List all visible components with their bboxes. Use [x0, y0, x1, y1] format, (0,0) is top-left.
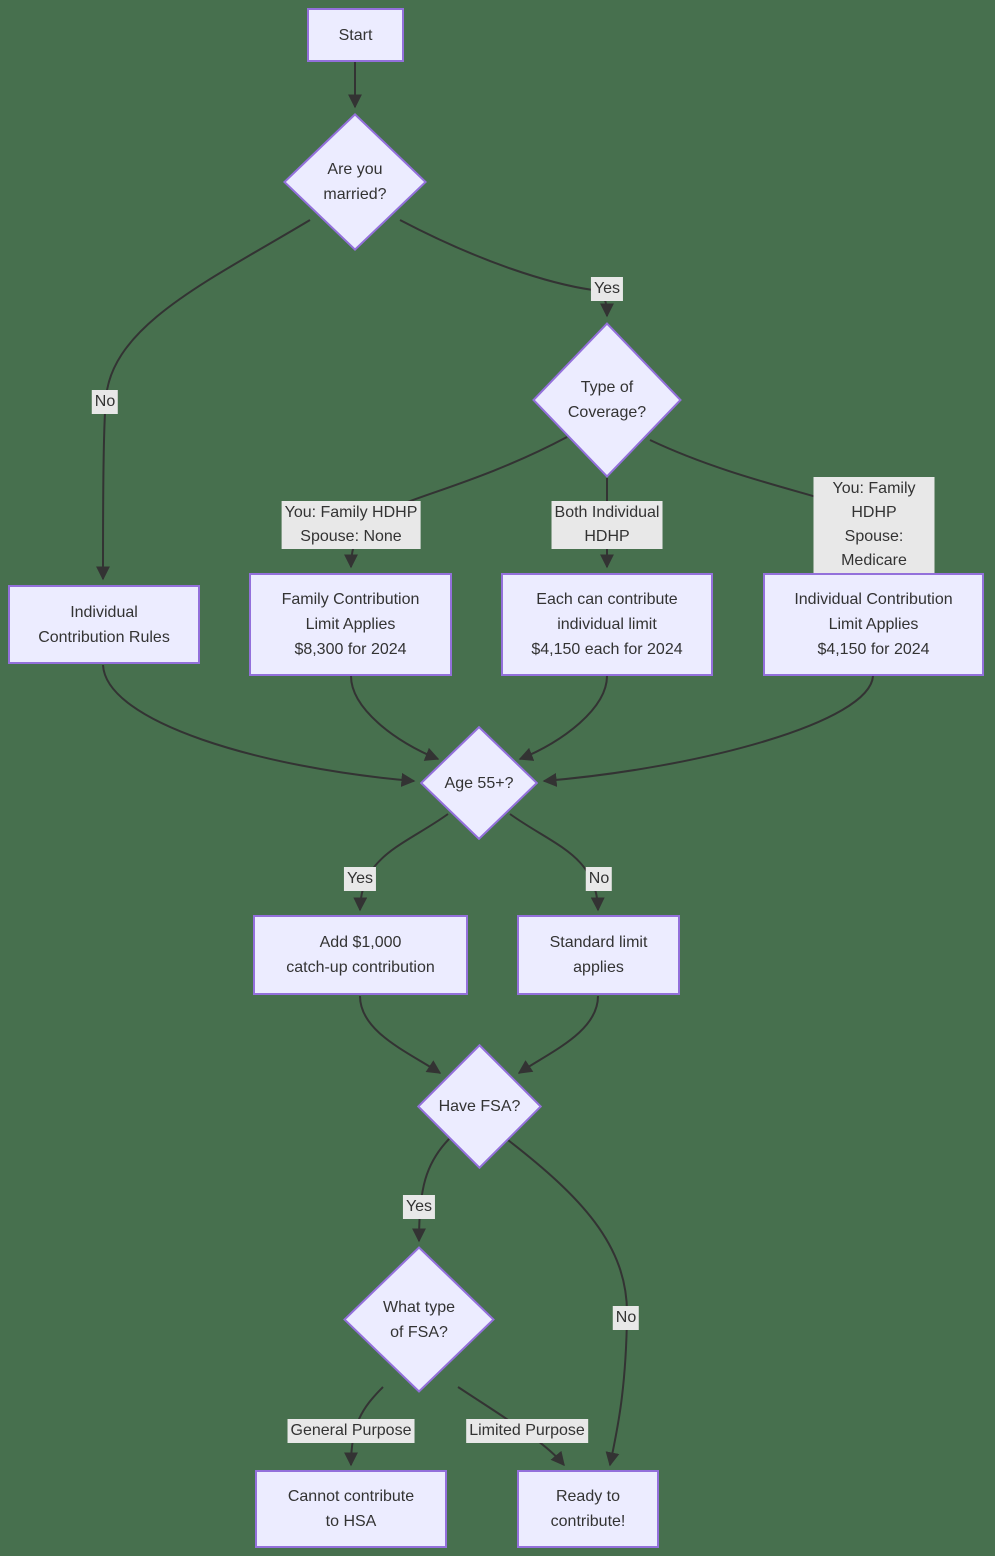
- edge-label-married-no: No: [91, 390, 119, 414]
- edge-label-general-purpose: General Purpose: [287, 1419, 415, 1443]
- edge-standard-to-have-fsa: [517, 995, 599, 1074]
- node-individual-contribution-limit-label: Individual Contribution Limit Applies $4…: [794, 591, 953, 658]
- decision-what-type-of-fsa-label: What type of FSA?: [382, 1298, 456, 1341]
- node-individual-contribution-rules: Individual Contribution Rules: [8, 585, 200, 664]
- edge-label-age55-yes: Yes: [343, 867, 377, 891]
- edge-label-coverage-family-hdhp-spouse-none: You: Family HDHP Spouse: None: [281, 501, 421, 549]
- decision-are-you-married: Are you married?: [283, 113, 427, 251]
- node-cannot-contribute-label: Cannot contribute to HSA: [287, 1488, 415, 1530]
- decision-have-fsa-label: Have FSA?: [438, 1098, 521, 1115]
- edge-label-have-fsa-yes: Yes: [402, 1195, 436, 1219]
- node-catchup-contribution: Add $1,000 catch-up contribution: [253, 915, 468, 995]
- edge-rules-to-age55: [102, 664, 416, 787]
- edge-label-coverage-family-hdhp-spouse-medicare: You: Family HDHP Spouse: Medicare: [813, 477, 935, 573]
- edge-fsa-type-general-to-cannot: [344, 1386, 384, 1467]
- edge-age55-yes-to-catchup: [353, 813, 449, 912]
- node-standard-limit: Standard limit applies: [517, 915, 680, 995]
- decision-what-type-of-fsa: What type of FSA?: [343, 1246, 495, 1393]
- edge-married-no-to-rules: [96, 219, 311, 581]
- node-individual-contribution-rules-label: Individual Contribution Rules: [38, 603, 170, 646]
- diamond-shape-icon: [532, 322, 682, 478]
- edge-label-have-fsa-no: No: [612, 1306, 640, 1330]
- diamond-shape-icon: [283, 113, 427, 251]
- edge-family-limit-to-age55: [350, 675, 440, 761]
- decision-age-55: Age 55+?: [420, 726, 538, 840]
- decision-type-of-coverage: Type of Coverage?: [532, 322, 682, 478]
- decision-have-fsa: Have FSA?: [417, 1044, 542, 1169]
- diamond-shape-icon: [420, 726, 538, 840]
- diamond-shape-icon: [417, 1044, 542, 1169]
- node-start: Start: [307, 8, 404, 62]
- diamond-shape-icon: [343, 1246, 495, 1393]
- node-each-individual-limit: Each can contribute individual limit $4,…: [501, 573, 713, 676]
- node-standard-limit-label: Standard limit applies: [549, 934, 648, 976]
- edge-married-yes-to-coverage: [399, 219, 614, 318]
- edge-age55-no-to-standard: [509, 813, 605, 912]
- node-individual-contribution-limit: Individual Contribution Limit Applies $4…: [763, 573, 984, 676]
- edge-label-coverage-both-individual: Both Individual HDHP: [551, 501, 663, 549]
- decision-age-55-label: Age 55+?: [444, 774, 514, 792]
- node-catchup-contribution-label: Add $1,000 catch-up contribution: [286, 934, 435, 976]
- node-family-contribution-limit: Family Contribution Limit Applies $8,300…: [249, 573, 452, 676]
- node-start-label: Start: [338, 26, 373, 44]
- node-family-contribution-limit-label: Family Contribution Limit Applies $8,300…: [281, 591, 420, 658]
- edge-have-fsa-yes-to-fsa-type: [412, 1135, 453, 1243]
- node-ready-to-contribute: Ready to contribute!: [517, 1470, 659, 1548]
- edge-have-fsa-no-to-ready: [507, 1139, 629, 1467]
- decision-type-of-coverage-label: Type of Coverage?: [567, 379, 647, 421]
- edge-label-married-yes: Yes: [590, 277, 624, 301]
- decision-are-you-married-label: Are you married?: [323, 161, 387, 203]
- edge-each-limit-to-age55: [518, 675, 608, 761]
- node-cannot-contribute: Cannot contribute to HSA: [255, 1470, 447, 1548]
- edge-catchup-to-have-fsa: [359, 995, 442, 1074]
- node-each-individual-limit-label: Each can contribute individual limit $4,…: [531, 591, 683, 658]
- node-ready-to-contribute-label: Ready to contribute!: [550, 1488, 626, 1530]
- edge-label-age55-no: No: [585, 867, 613, 891]
- edge-individual-limit-to-age55: [542, 675, 874, 787]
- edge-label-limited-purpose: Limited Purpose: [466, 1419, 588, 1443]
